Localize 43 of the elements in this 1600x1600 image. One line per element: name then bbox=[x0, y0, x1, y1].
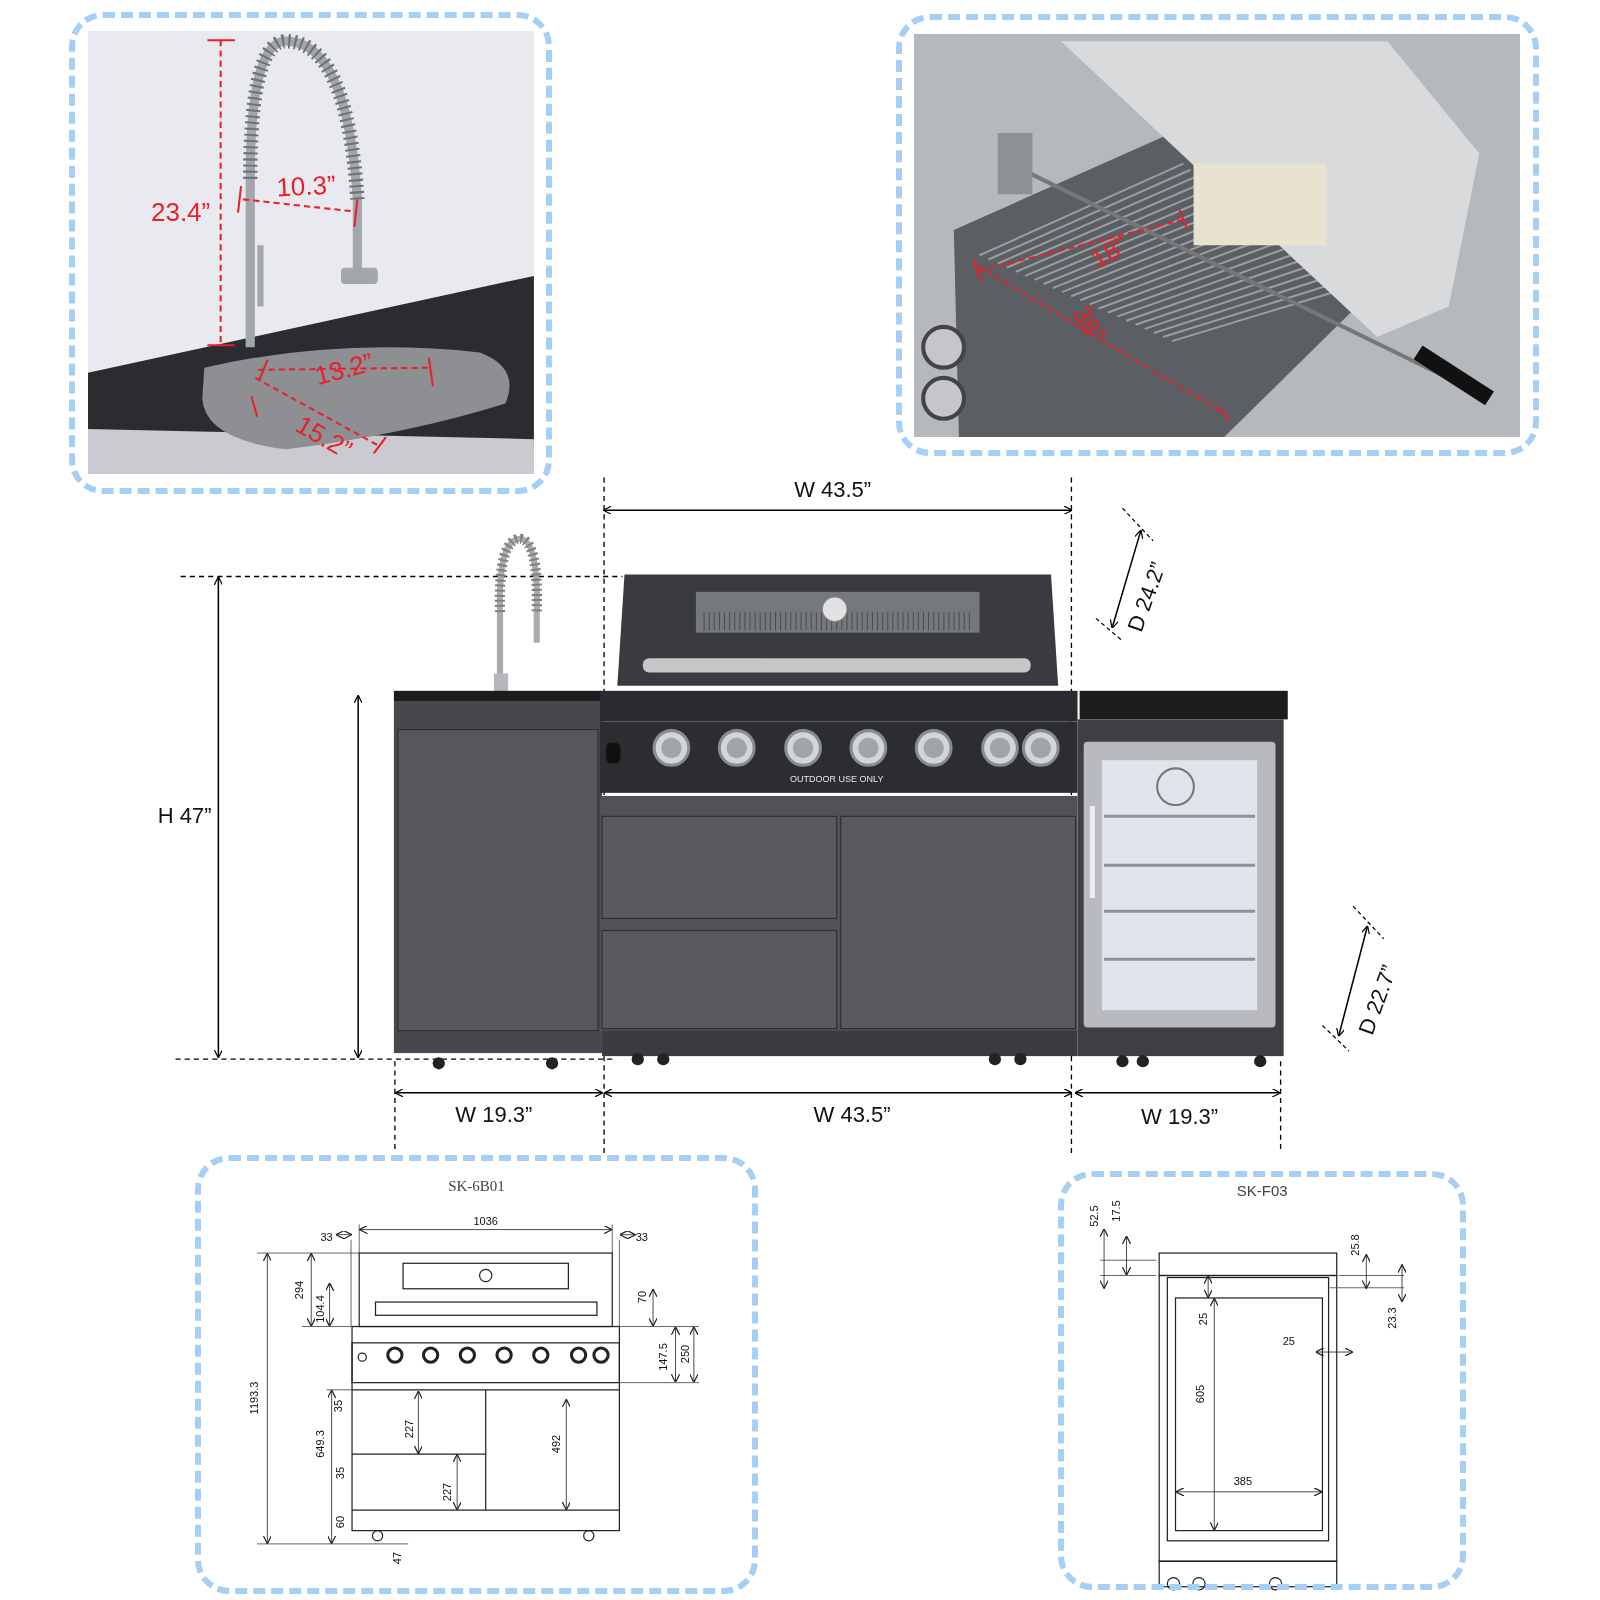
dimension-label: W 19.3” bbox=[455, 1104, 533, 1127]
dimension-label: 33 bbox=[320, 1231, 333, 1243]
drawing-panel bbox=[194, 1155, 759, 1594]
dimension-label: 18” bbox=[1086, 231, 1132, 273]
dimension-label: 35 bbox=[334, 1467, 346, 1480]
dimension-label: 605 bbox=[1194, 1384, 1206, 1404]
drawing-panel bbox=[1058, 1171, 1467, 1590]
dimension-label: 227 bbox=[441, 1482, 453, 1501]
dimension-label: 1036 bbox=[473, 1215, 498, 1227]
dimension-label: 25 bbox=[1282, 1335, 1295, 1347]
dimension-label: 147.5 bbox=[657, 1343, 669, 1371]
dimension-label: 250 bbox=[679, 1344, 691, 1364]
dimension-label: 38” bbox=[1068, 301, 1110, 348]
dimension-label: 23.3 bbox=[1386, 1307, 1398, 1330]
dimension-label: W 43.5” bbox=[794, 478, 872, 501]
dimension-label: 70 bbox=[636, 1290, 648, 1304]
dimension-label: 60 bbox=[334, 1516, 346, 1529]
dimension-label: 25.8 bbox=[1349, 1234, 1361, 1256]
dimension-label: 294 bbox=[293, 1280, 305, 1299]
dimension-label: W 19.3” bbox=[1141, 1106, 1219, 1129]
dimension-label: 104.4 bbox=[314, 1295, 326, 1323]
dimension-label: 15.2” bbox=[292, 410, 357, 463]
dimension-label: 1193.3 bbox=[248, 1381, 260, 1415]
dimension-label: 385 bbox=[1233, 1475, 1252, 1487]
dimension-label: D 24.2” bbox=[1124, 559, 1170, 635]
dimension-label: 227 bbox=[403, 1419, 415, 1438]
dimension-label: 649.3 bbox=[314, 1430, 326, 1458]
dimension-label: D 22.7” bbox=[1354, 962, 1401, 1038]
dimension-label: 25 bbox=[1197, 1313, 1209, 1326]
model-number: SK-6B01 bbox=[447, 1178, 506, 1194]
dimension-label: W 43.5” bbox=[813, 1104, 891, 1127]
dimension-label: 17.5 bbox=[1110, 1200, 1122, 1222]
dimension-label: 23.4” bbox=[151, 199, 211, 226]
dimension-label: 47 bbox=[391, 1552, 403, 1565]
panel-marking: OUTDOOR USE ONLY bbox=[790, 774, 884, 784]
dimension-label: 492 bbox=[550, 1434, 562, 1454]
dimension-label: 33 bbox=[635, 1231, 648, 1243]
dimension-label: 13.2” bbox=[311, 349, 376, 390]
dimension-label: 10.3” bbox=[275, 171, 337, 201]
dimension-label: 35 bbox=[332, 1400, 344, 1413]
model-number: SK-F03 bbox=[1235, 1182, 1289, 1198]
dimension-label: H 47” bbox=[157, 805, 212, 828]
dimension-label: 52.5 bbox=[1088, 1205, 1100, 1227]
